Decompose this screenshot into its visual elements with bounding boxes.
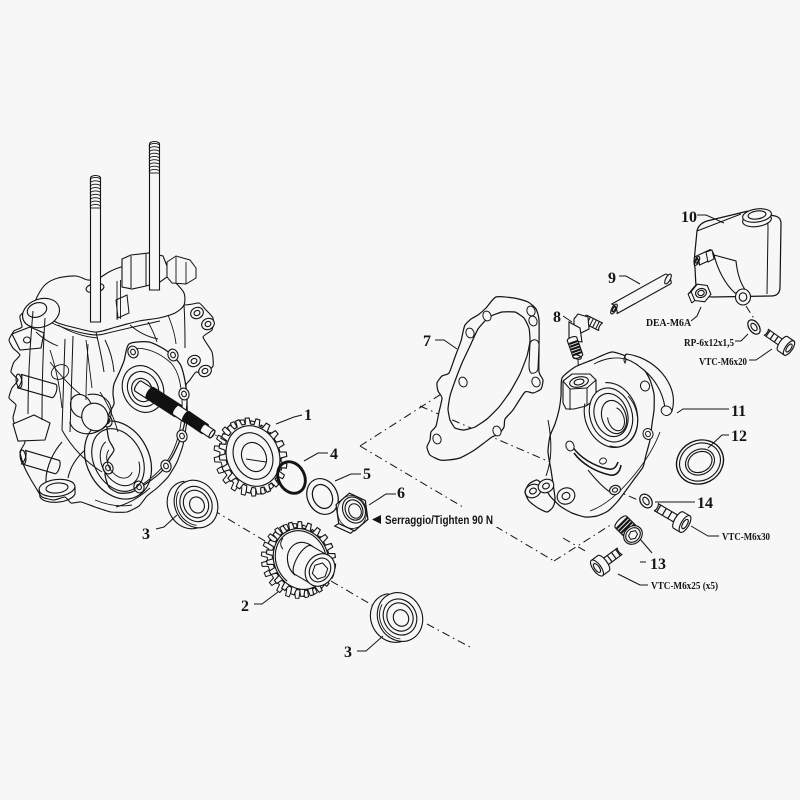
svg-text:11: 11 bbox=[731, 403, 746, 420]
svg-text:VTC-M6x20: VTC-M6x20 bbox=[699, 357, 747, 368]
svg-text:5: 5 bbox=[363, 466, 371, 483]
svg-text:12: 12 bbox=[731, 428, 747, 445]
svg-text:10: 10 bbox=[681, 209, 697, 226]
svg-text:4: 4 bbox=[330, 446, 338, 463]
svg-text:VTC-M6x30: VTC-M6x30 bbox=[722, 532, 770, 543]
svg-text:2: 2 bbox=[241, 598, 249, 615]
svg-text:1: 1 bbox=[304, 407, 312, 424]
svg-text:8: 8 bbox=[553, 309, 561, 326]
svg-text:Serraggio/Tighten 90 N: Serraggio/Tighten 90 N bbox=[385, 513, 493, 527]
svg-text:13: 13 bbox=[650, 556, 666, 573]
svg-text:7: 7 bbox=[423, 333, 431, 350]
svg-text:DEA-M6A: DEA-M6A bbox=[646, 318, 691, 329]
svg-text:9: 9 bbox=[608, 270, 616, 287]
svg-text:RP-6x12x1,5: RP-6x12x1,5 bbox=[684, 338, 734, 349]
svg-text:14: 14 bbox=[697, 495, 713, 512]
svg-text:3: 3 bbox=[344, 644, 352, 661]
svg-text:VTC-M6x25 (x5): VTC-M6x25 (x5) bbox=[651, 581, 718, 592]
svg-text:3: 3 bbox=[142, 526, 150, 543]
svg-text:6: 6 bbox=[397, 485, 405, 502]
